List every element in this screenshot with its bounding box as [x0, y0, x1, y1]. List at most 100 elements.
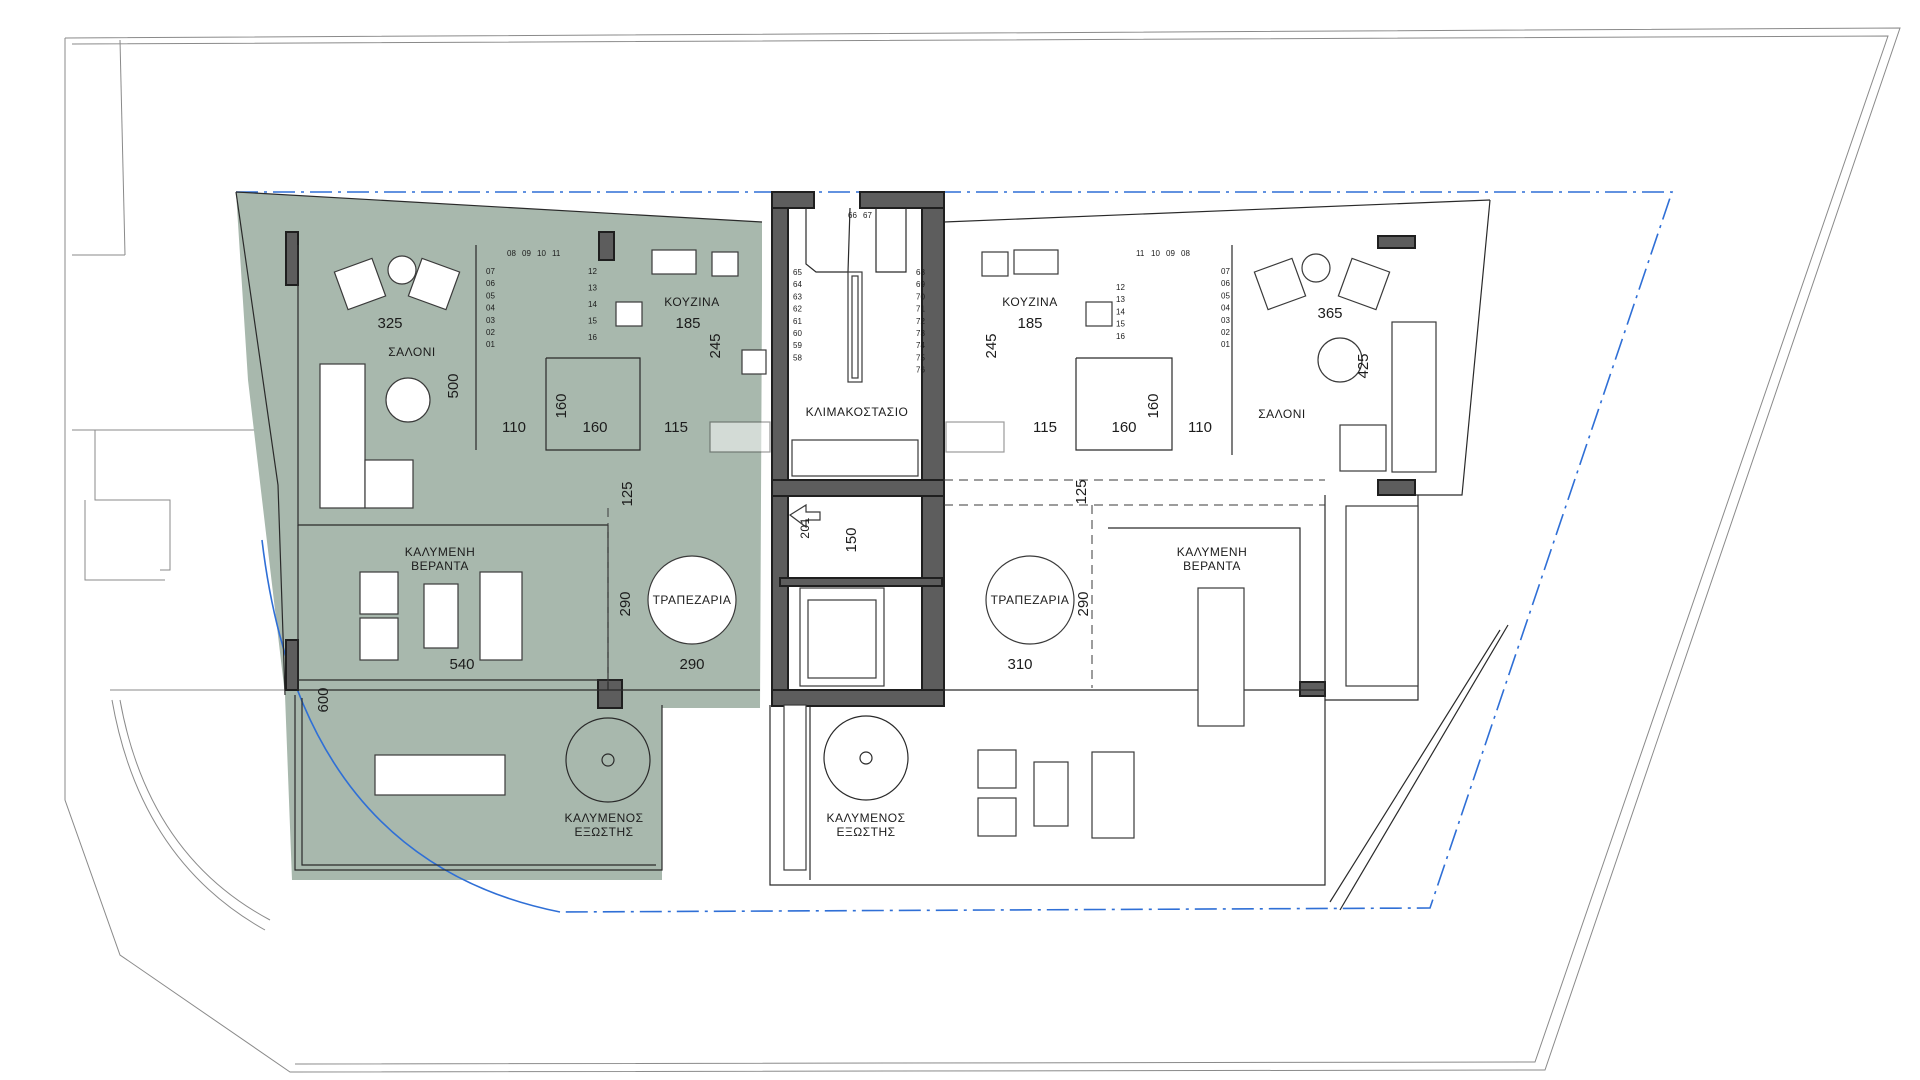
room-label-veranda-left-1: ΚΑΛΥΜΕΝΗ: [405, 545, 475, 559]
left-stair-step-07: 07: [486, 267, 495, 276]
right-stair-step-01: 01: [1221, 340, 1230, 349]
core-step-right-73: 73: [916, 329, 925, 338]
room-label-kouzina-right: ΚΟΥΖΙΝΑ: [1002, 295, 1057, 309]
right-stair-step-04: 04: [1221, 304, 1230, 313]
dim-left-dining-h: 290: [617, 591, 634, 616]
right-stair-step-07: 07: [1221, 267, 1230, 276]
core-step-right-76: 76: [916, 366, 925, 375]
dashed-lines: [607, 479, 1325, 688]
dim-right-corr-h: 125: [1073, 479, 1090, 504]
left-stair-step-06: 06: [486, 279, 495, 288]
right-stair-top-09: 09: [1166, 249, 1175, 258]
dim-left-corr-w: 115: [664, 419, 688, 436]
dim-left-bath-h: 160: [553, 393, 570, 418]
left-apartment-highlight: [236, 192, 762, 880]
room-label-exostis-right-1: ΚΑΛΥΜΕΝΟΣ: [826, 811, 905, 825]
core-step-right-69: 69: [916, 280, 925, 289]
dimension-labels: 325 500 185 245 110 160 160 115 125 540 …: [315, 305, 1372, 713]
dim-right-bath-h: 160: [1145, 393, 1162, 418]
core-step-right-75: 75: [916, 353, 925, 362]
dim-right-stair-w: 110: [1188, 419, 1212, 436]
core-step-left-61: 61: [793, 317, 802, 326]
right-stair-step-06: 06: [1221, 279, 1230, 288]
room-label-saloni-right: ΣΑΛΟΝΙ: [1258, 407, 1306, 421]
room-label-exostis-right-2: ΕΞΩΣΤΗΣ: [836, 825, 895, 839]
left-stair-top-08: 08: [507, 249, 516, 258]
left-stair-step-05: 05: [486, 291, 495, 300]
right-stair-top-08: 08: [1181, 249, 1190, 258]
right-stair-step-05: 05: [1221, 291, 1230, 300]
right-stair-left-16: 16: [1116, 332, 1125, 341]
core-step-left-62: 62: [793, 305, 802, 314]
room-label-trapezaria-left: ΤΡΑΠΕΖΑΡΙΑ: [653, 593, 732, 607]
left-stair-right-13: 13: [588, 284, 597, 293]
dim-left-veranda-w: 540: [449, 656, 474, 673]
room-label-stair: ΚΛΙΜΑΚΟΣΤΑΣΙΟ: [806, 405, 909, 419]
right-stair-top-11: 11: [1136, 249, 1145, 258]
core-step-top-67: 67: [863, 211, 872, 220]
dim-left-kitchen-h: 245: [707, 333, 724, 358]
dim-left-saloni-h: 500: [445, 373, 462, 398]
left-stair-top-09: 09: [522, 249, 531, 258]
core-step-right-70: 70: [916, 292, 925, 301]
left-stair-step-02: 02: [486, 328, 495, 337]
core-step-left-65: 65: [793, 268, 802, 277]
dim-right-dining-h: 290: [1075, 591, 1092, 616]
left-stair-right-16: 16: [588, 333, 597, 342]
dim-left-kitchen-w: 185: [675, 315, 700, 332]
right-stair-left-15: 15: [1116, 320, 1125, 329]
dim-right-saloni-w: 365: [1317, 305, 1342, 322]
dim-right-kitchen-w: 185: [1017, 315, 1042, 332]
right-stair-top-10: 10: [1151, 249, 1160, 258]
site-boundary: [64, 27, 1901, 1073]
dim-right-saloni-h: 425: [1355, 353, 1372, 378]
building-walls: [235, 191, 1509, 911]
core-step-right-72: 72: [916, 317, 925, 326]
dim-left-corr-h: 125: [619, 481, 636, 506]
plot-boundary-line: [236, 191, 1674, 913]
dim-left-dining-w: 290: [679, 656, 704, 673]
core-step-top-66: 66: [848, 211, 857, 220]
right-stair-step-02: 02: [1221, 328, 1230, 337]
left-stair-top-10: 10: [537, 249, 546, 258]
core-step-right-74: 74: [916, 341, 925, 350]
core-step-left-64: 64: [793, 280, 802, 289]
room-label-exostis-left-1: ΚΑΛΥΜΕΝΟΣ: [564, 811, 643, 825]
stair-core: [771, 191, 945, 707]
dim-left-saloni-w: 325: [377, 315, 402, 332]
elevator-tag: 201: [798, 517, 812, 539]
left-stair-right-14: 14: [588, 300, 597, 309]
left-stair-step-03: 03: [486, 316, 495, 325]
right-furniture: [783, 249, 1437, 871]
core-step-left-60: 60: [793, 329, 802, 338]
room-label-trapezaria-right: ΤΡΑΠΕΖΑΡΙΑ: [991, 593, 1070, 607]
right-stair-left-14: 14: [1116, 307, 1125, 316]
core-step-right-68: 68: [916, 268, 925, 277]
left-stair-top-11: 11: [552, 249, 561, 258]
core-step-left-63: 63: [793, 292, 802, 301]
right-stair-left-13: 13: [1116, 295, 1125, 304]
core-step-left-59: 59: [793, 341, 802, 350]
dim-right-corr-w: 115: [1033, 419, 1057, 436]
right-stair-step-03: 03: [1221, 316, 1230, 325]
left-stair-step-01: 01: [486, 340, 495, 349]
room-label-exostis-left-2: ΕΞΩΣΤΗΣ: [574, 825, 633, 839]
dim-core-lobby: 150: [843, 527, 860, 552]
dim-right-dining-w: 310: [1007, 656, 1032, 673]
dim-left-balcony-h: 600: [315, 687, 332, 712]
right-stair-left-12: 12: [1116, 283, 1125, 292]
room-label-saloni-left: ΣΑΛΟΝΙ: [388, 345, 436, 359]
left-stair-step-04: 04: [486, 304, 495, 313]
room-labels: ΣΑΛΟΝΙ ΚΟΥΖΙΝΑ ΚΑΛΥΜΕΝΗ ΒΕΡΑΝΤΑ ΤΡΑΠΕΖΑΡ…: [388, 295, 1306, 839]
dim-left-stair-w: 110: [502, 419, 526, 436]
room-label-veranda-right-2: ΒΕΡΑΝΤΑ: [1183, 559, 1241, 573]
dim-left-bath-w: 160: [582, 419, 607, 436]
core-step-left-58: 58: [793, 353, 802, 362]
room-label-kouzina-left: ΚΟΥΖΙΝΑ: [664, 295, 719, 309]
plot-boundary-arc: [261, 539, 561, 913]
dim-right-kitchen-h: 245: [983, 333, 1000, 358]
left-stair-right-12: 12: [588, 267, 597, 276]
room-label-veranda-left-2: ΒΕΡΑΝΤΑ: [411, 559, 469, 573]
